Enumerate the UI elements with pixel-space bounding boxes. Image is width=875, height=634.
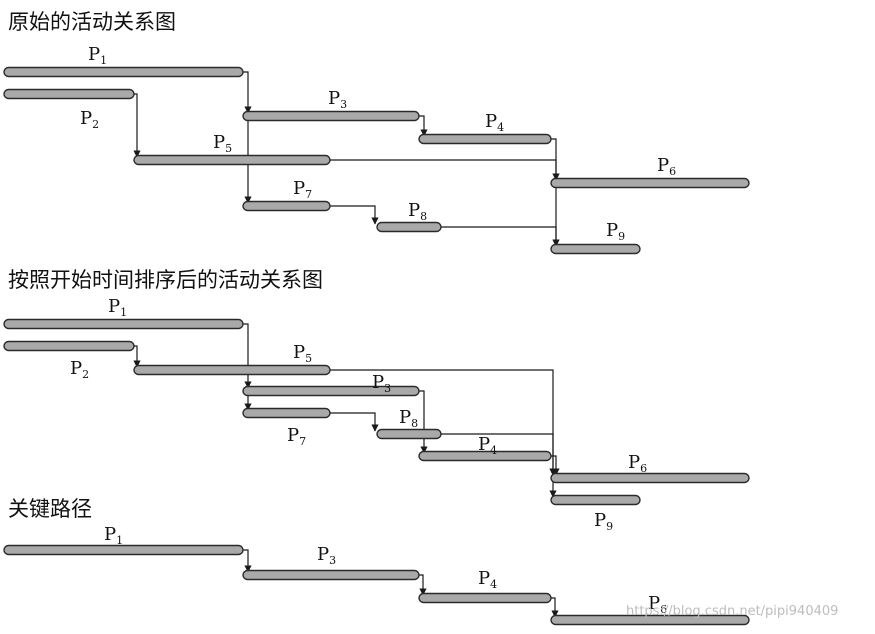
activity-bar-p4-label: P4 xyxy=(478,568,497,591)
activity-bar-p1-label: P1 xyxy=(104,524,123,547)
activity-bar-p3-label: P3 xyxy=(317,544,336,567)
activity-bar-p1 xyxy=(3,66,244,78)
activity-bar-p3-label: P3 xyxy=(372,372,391,395)
activity-bar-p7 xyxy=(242,200,331,212)
activity-bar-p9-label: P9 xyxy=(594,510,613,533)
original-diagram-title: 原始的活动关系图 xyxy=(8,10,176,34)
activity-bar-p3-label: P3 xyxy=(328,88,347,111)
activity-bar-p4 xyxy=(418,133,552,145)
activity-bar-p7-label: P7 xyxy=(287,425,306,448)
activity-bar-p7-label: P7 xyxy=(293,178,312,201)
dependency-arrow xyxy=(133,345,141,368)
activity-bar-p6-label: P6 xyxy=(657,155,676,178)
activity-bar-p4-label: P4 xyxy=(485,111,504,134)
activity-bar-p4 xyxy=(418,450,552,462)
critical-path-title: 关键路径 xyxy=(8,497,92,521)
activity-bar-p8-label: P8 xyxy=(408,200,427,223)
activity-bar-p2-label: P2 xyxy=(70,358,89,381)
activity-bar-p4 xyxy=(418,592,552,604)
activity-bar-p6-label: P6 xyxy=(628,452,647,475)
activity-bar-p9-label: P9 xyxy=(606,220,625,243)
activity-bar-p5-label: P5 xyxy=(213,132,232,155)
activity-bar-p3 xyxy=(242,110,420,122)
dependency-arrow xyxy=(441,226,560,247)
activity-bar-p1 xyxy=(3,318,244,330)
dependency-arrow xyxy=(330,205,379,225)
activity-bar-p1-label: P1 xyxy=(108,296,127,319)
watermark: https://blog.csdn.net/pipi940409 xyxy=(626,604,839,619)
dependency-arrow xyxy=(419,115,428,137)
dependency-arrow xyxy=(330,412,379,432)
dependency-arrow xyxy=(243,323,252,389)
activity-bar-p8 xyxy=(376,428,442,440)
activity-bar-p7 xyxy=(242,407,331,419)
activity-bar-p6 xyxy=(550,472,750,484)
activity-bar-p8-label: P8 xyxy=(399,407,418,430)
activity-bar-p8 xyxy=(376,221,442,233)
activity-bar-p9 xyxy=(550,243,641,255)
dependency-arrow xyxy=(551,455,560,476)
dependency-arrow xyxy=(243,549,252,573)
activity-bar-p2-label: P2 xyxy=(80,108,99,131)
activity-bar-p1 xyxy=(3,544,244,556)
activity-bar-p2 xyxy=(3,88,135,100)
dependency-arrow xyxy=(419,574,427,596)
dependency-arrow xyxy=(441,433,557,476)
activity-bar-p3 xyxy=(242,569,420,581)
activity-bar-p6 xyxy=(550,177,750,189)
dependency-arrow xyxy=(419,390,428,454)
dependency-arrow xyxy=(243,71,252,114)
dependency-arrow xyxy=(330,159,560,181)
activity-bar-p2 xyxy=(3,340,135,352)
activity-bar-p1-label: P1 xyxy=(88,44,107,67)
activity-bar-p4-label: P4 xyxy=(478,434,497,457)
sorted-diagram-title: 按照开始时间排序后的活动关系图 xyxy=(8,268,323,292)
activity-bar-p9 xyxy=(550,494,641,506)
dependency-arrow xyxy=(551,597,559,618)
activity-bar-p6 xyxy=(550,614,750,626)
activity-bar-p5 xyxy=(133,154,331,166)
dependency-arrow xyxy=(133,93,141,158)
activity-bar-p5-label: P5 xyxy=(293,342,312,365)
activity-bar-p3 xyxy=(242,385,420,397)
activity-bar-p5 xyxy=(133,364,331,376)
